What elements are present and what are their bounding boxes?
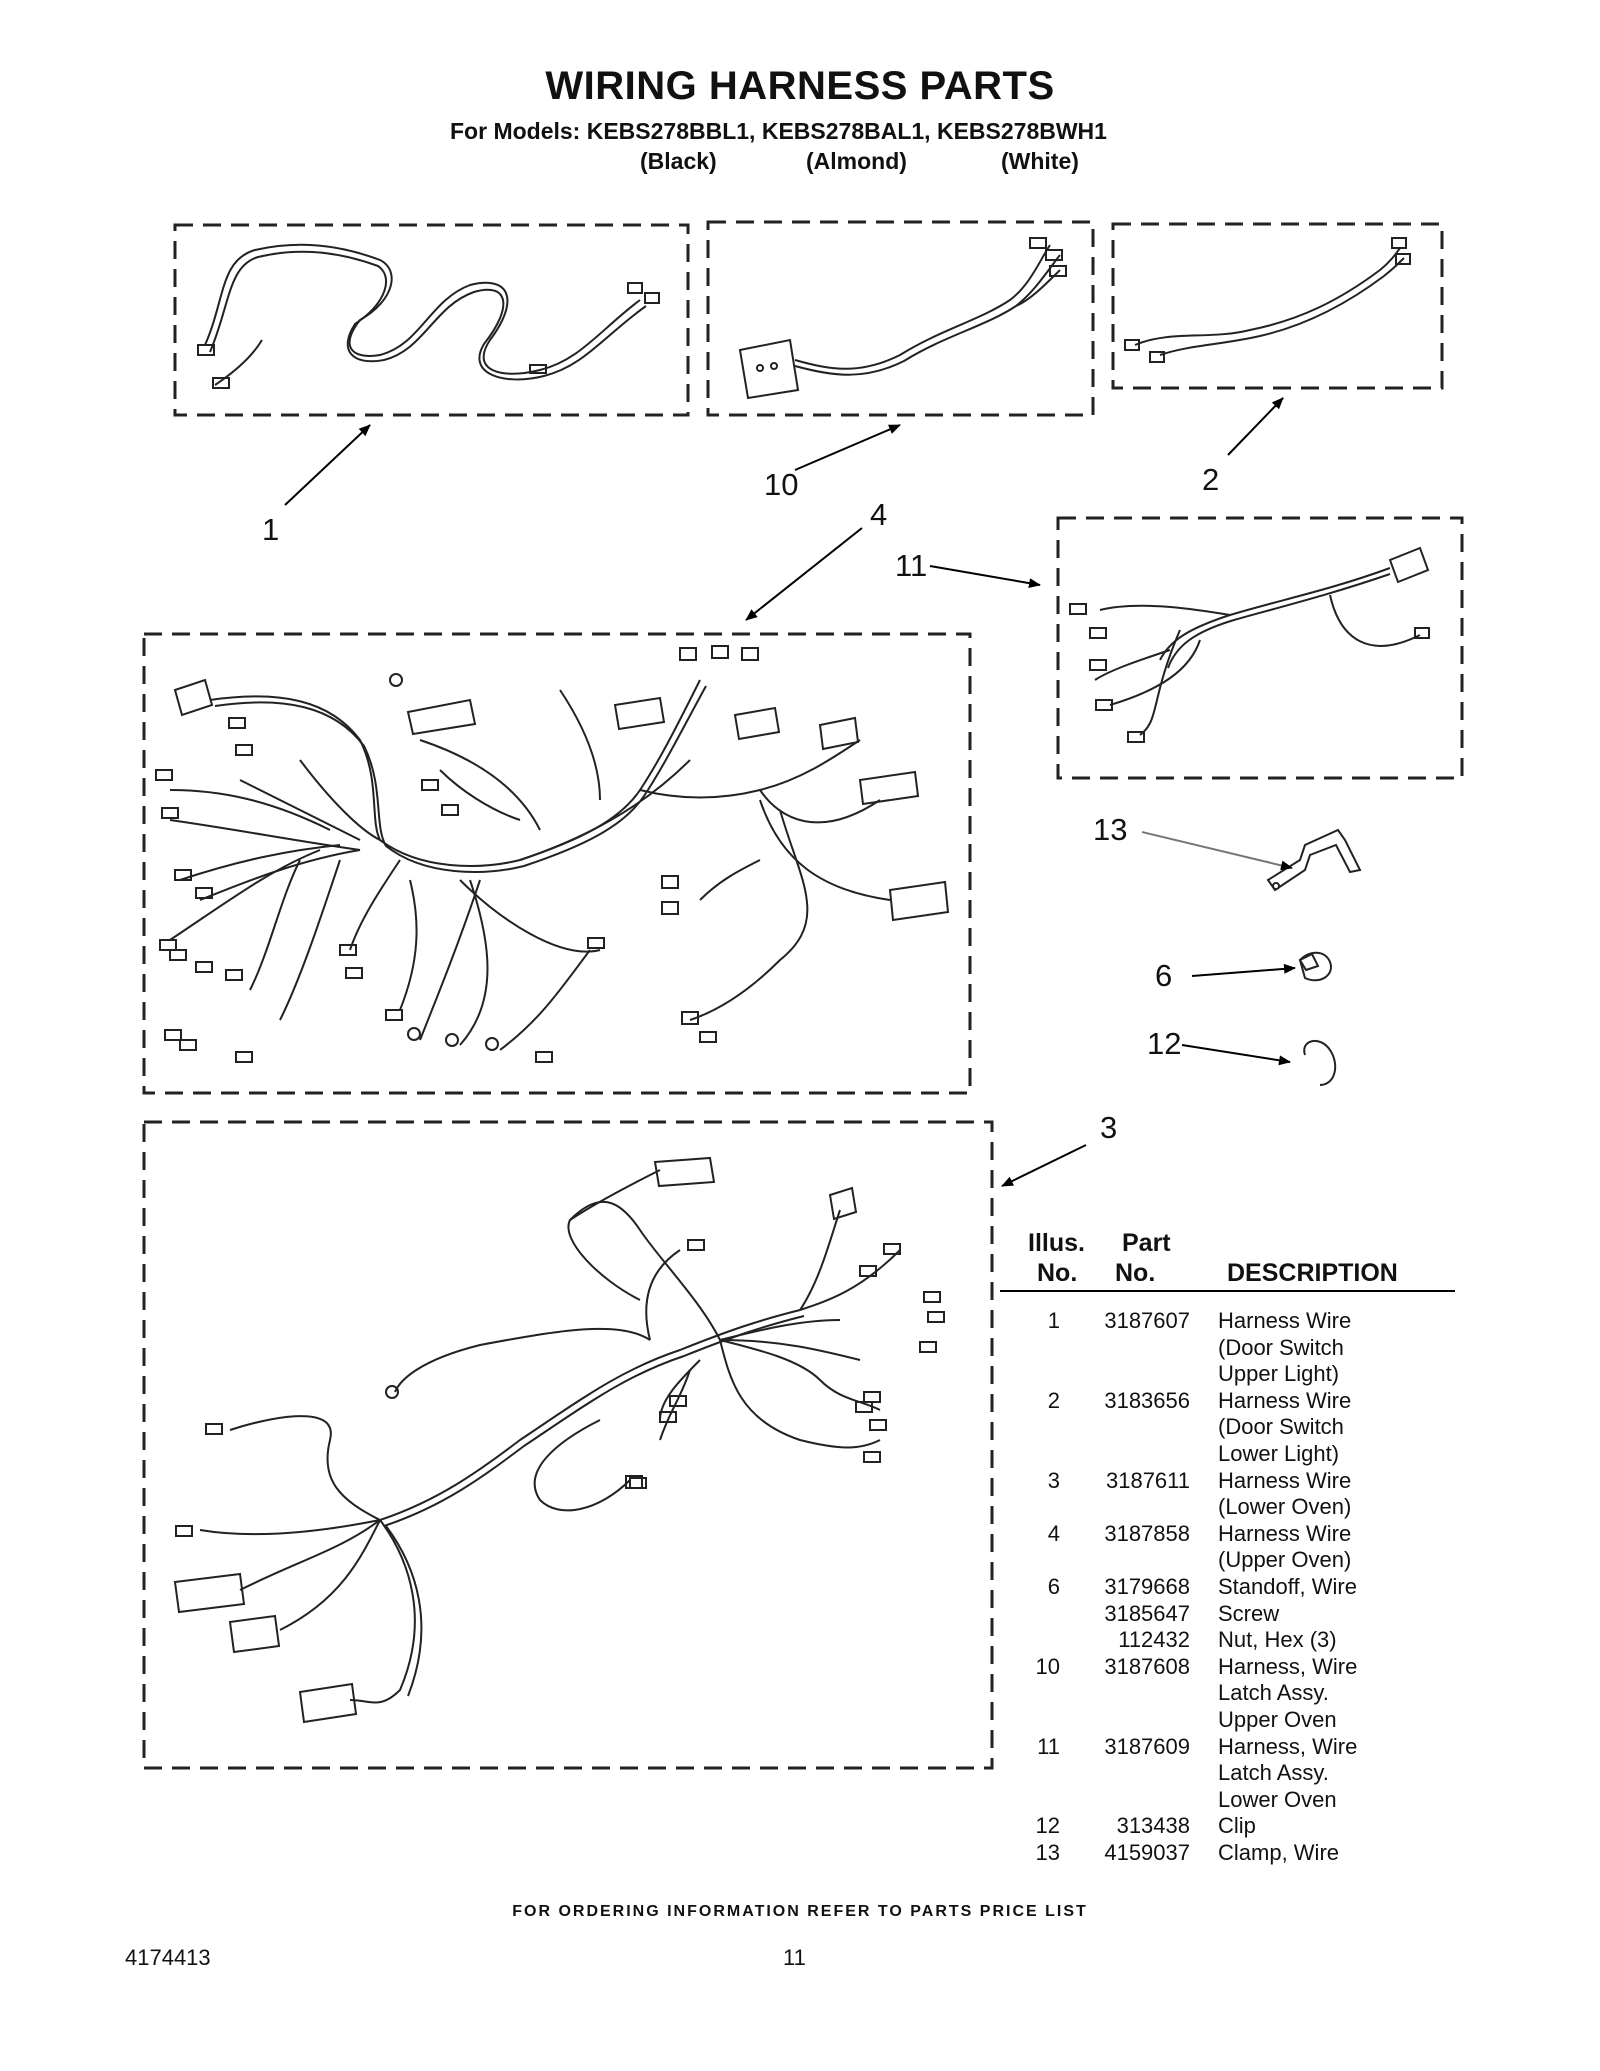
leader-4 [745, 527, 863, 621]
harness-part-4 [155, 645, 950, 1063]
leader-3 [1001, 1144, 1087, 1187]
illus-no [1000, 1601, 1060, 1628]
part-description: Harness Wire (Upper Oven) [1218, 1520, 1352, 1573]
part-no: 3187608 [1104, 1653, 1190, 1679]
frame-part-2 [1111, 222, 1444, 390]
part-description: Harness Wire (Door Switch Upper Light) [1218, 1308, 1352, 1387]
leader-1 [284, 424, 371, 506]
harness-part-2 [1124, 237, 1411, 363]
document-number: 4174413 [125, 1945, 211, 1970]
harness-part-11 [1069, 546, 1430, 743]
callout-11: 11 [895, 548, 928, 583]
part-description: Screw [1218, 1600, 1280, 1626]
color-white-label: (White) [1001, 148, 1079, 174]
frame-part-10 [706, 220, 1095, 417]
illus-no: 13 [1035, 1839, 1060, 1865]
part-no: 3185647 [1104, 1600, 1190, 1626]
part-description: Clip [1218, 1813, 1256, 1839]
part-no: 3187611 [1105, 1467, 1190, 1493]
leader-6 [1191, 963, 1296, 977]
illus-no: 2 [1047, 1387, 1060, 1413]
part-no: 3183656 [1104, 1387, 1190, 1413]
models-line: For Models: KEBS278BBL1, KEBS278BAL1, KE… [450, 118, 1107, 144]
part-no: 3187858 [1104, 1520, 1190, 1546]
frame-part-1 [173, 223, 690, 417]
frame-part-4 [142, 632, 972, 1095]
color-black-label: (Black) [640, 148, 717, 174]
table-head-illus: Illus. [1028, 1229, 1085, 1257]
part-description: Harness, Wire Latch Assy. Upper Oven [1218, 1653, 1358, 1732]
table-row: 12 313438 Clip [1000, 1813, 1450, 1840]
illus-no: 6 [1047, 1573, 1060, 1599]
callout-3: 3 [1100, 1110, 1118, 1145]
part-no: 3187607 [1104, 1308, 1190, 1333]
part-no: 313438 [1116, 1813, 1190, 1839]
page-title: WIRING HARNESS PARTS [545, 64, 1055, 108]
illus-no: 4 [1047, 1520, 1060, 1546]
part-no: 112432 [1118, 1627, 1190, 1653]
table-row: 3185647 Screw [1000, 1601, 1450, 1628]
table-row: 6 3179668 Standoff, Wire [1000, 1574, 1450, 1601]
table-head-part-no: No. [1115, 1259, 1156, 1287]
illus-no [1000, 1627, 1060, 1654]
illus-no: 3 [1047, 1467, 1060, 1493]
leader-2 [1227, 397, 1284, 456]
part-description: Clamp, Wire [1218, 1839, 1340, 1865]
table-row: 3 3187611 Harness Wire (Lower Oven) [1000, 1468, 1450, 1521]
table-row: 112432 Nut, Hex (3) [1000, 1627, 1450, 1654]
frame-part-11 [1056, 516, 1464, 780]
illus-no: 10 [1035, 1653, 1060, 1679]
page-number: 11 [783, 1945, 806, 1970]
standoff-part-6 [1298, 951, 1332, 982]
callout-6: 6 [1155, 958, 1173, 993]
harness-part-1 [197, 243, 660, 389]
table-row: 2 3183656 Harness Wire (Door Switch Lowe… [1000, 1388, 1450, 1468]
part-description: Standoff, Wire [1218, 1573, 1357, 1599]
table-head-illus-no: No. [1037, 1259, 1078, 1287]
table-row: 13 4159037 Clamp, Wire [1000, 1840, 1450, 1867]
part-description: Harness, Wire Latch Assy. Lower Oven [1218, 1733, 1358, 1812]
part-no: 3187609 [1104, 1733, 1190, 1759]
table-head-part: Part [1122, 1229, 1171, 1257]
ordering-note: FOR ORDERING INFORMATION REFER TO PARTS … [512, 1903, 1088, 1920]
part-description: Harness Wire (Lower Oven) [1218, 1467, 1352, 1520]
table-row: 4 3187858 Harness Wire (Upper Oven) [1000, 1521, 1450, 1574]
leader-10 [794, 424, 901, 471]
harness-part-3 [173, 1156, 945, 1724]
callout-4: 4 [870, 497, 888, 532]
table-row: 1 3187607 Harness Wire (Door Switch Uppe… [1000, 1308, 1450, 1388]
leader-11 [929, 565, 1041, 589]
clip-part-12 [1303, 1040, 1337, 1086]
part-description: Nut, Hex (3) [1218, 1627, 1337, 1653]
color-almond-label: (Almond) [806, 148, 907, 174]
part-no: 3179668 [1104, 1573, 1190, 1599]
callout-2: 2 [1202, 462, 1220, 497]
harness-part-10 [738, 237, 1067, 400]
callout-1: 1 [262, 512, 280, 547]
leader-13 [1141, 831, 1293, 871]
table-row: 11 3187609 Harness, Wire Latch Assy. Low… [1000, 1734, 1450, 1814]
leader-12 [1181, 1044, 1291, 1066]
callout-10: 10 [764, 467, 799, 502]
illus-no: 11 [1037, 1733, 1060, 1759]
frame-part-3 [142, 1120, 994, 1770]
parts-table: 1 3187607 Harness Wire (Door Switch Uppe… [1000, 1308, 1450, 1866]
table-row: 10 3187608 Harness, Wire Latch Assy. Upp… [1000, 1654, 1450, 1734]
illus-no: 12 [1035, 1813, 1060, 1839]
callout-13: 13 [1093, 812, 1128, 847]
part-description: Harness Wire (Door Switch Lower Light) [1218, 1387, 1352, 1466]
callout-12: 12 [1147, 1026, 1182, 1061]
part-no: 4159037 [1104, 1839, 1190, 1865]
illus-no: 1 [1047, 1308, 1060, 1333]
table-head-description: DESCRIPTION [1227, 1259, 1398, 1287]
clamp-part-13 [1266, 828, 1362, 892]
